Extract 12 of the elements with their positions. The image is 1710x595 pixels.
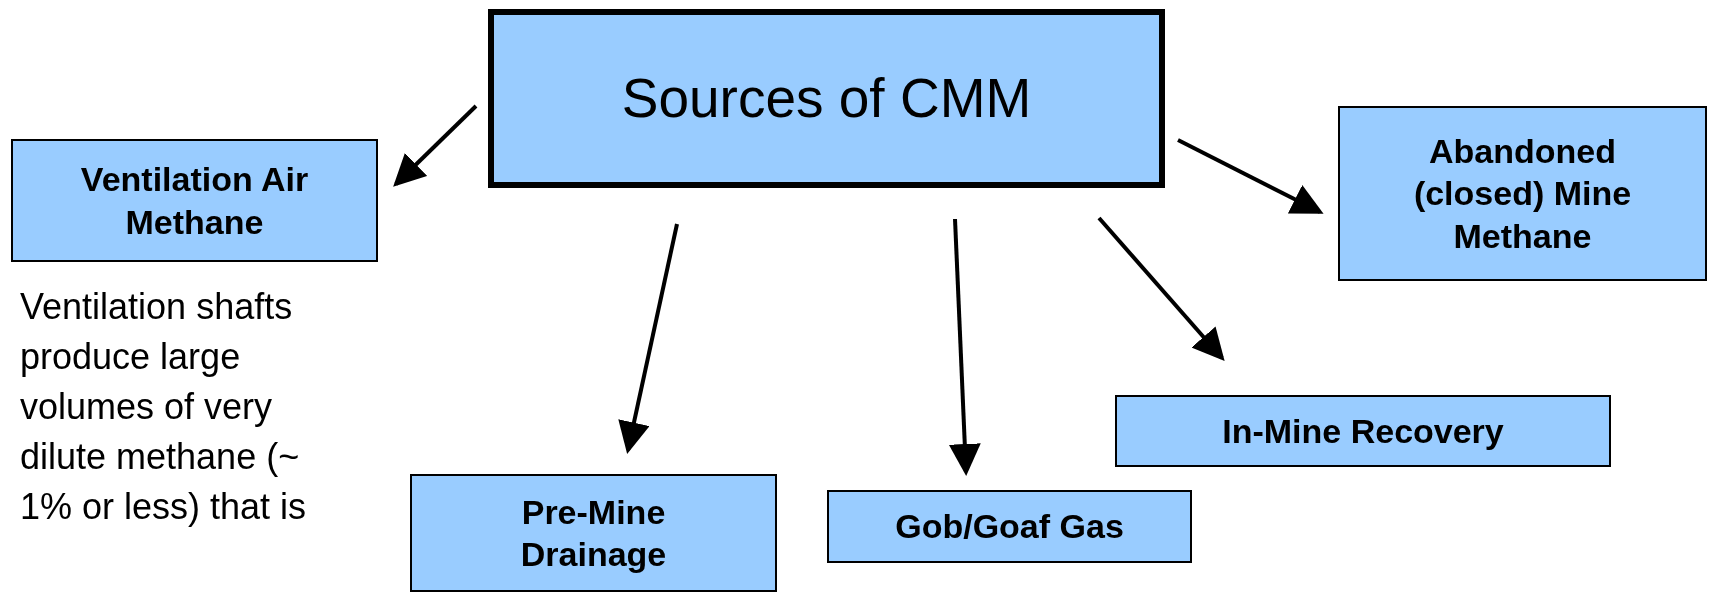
source-box: Pre-Mine Drainage: [410, 474, 777, 592]
source-box: Gob/Goaf Gas: [827, 490, 1192, 563]
arrow: [618, 223, 679, 454]
source-box: In-Mine Recovery: [1115, 395, 1611, 467]
arrow: [393, 104, 478, 187]
title-box: Sources of CMM: [488, 9, 1165, 188]
arrow: [1097, 216, 1225, 361]
source-box: Ventilation Air Methane: [11, 139, 378, 262]
description-text: Ventilation shafts produce large volumes of very dilute methane (~ 1% or less) that is: [20, 285, 308, 529]
arrow: [1177, 138, 1324, 214]
source-box: Abandoned (closed) Mine Methane: [1338, 106, 1707, 281]
arrow: [948, 218, 981, 476]
